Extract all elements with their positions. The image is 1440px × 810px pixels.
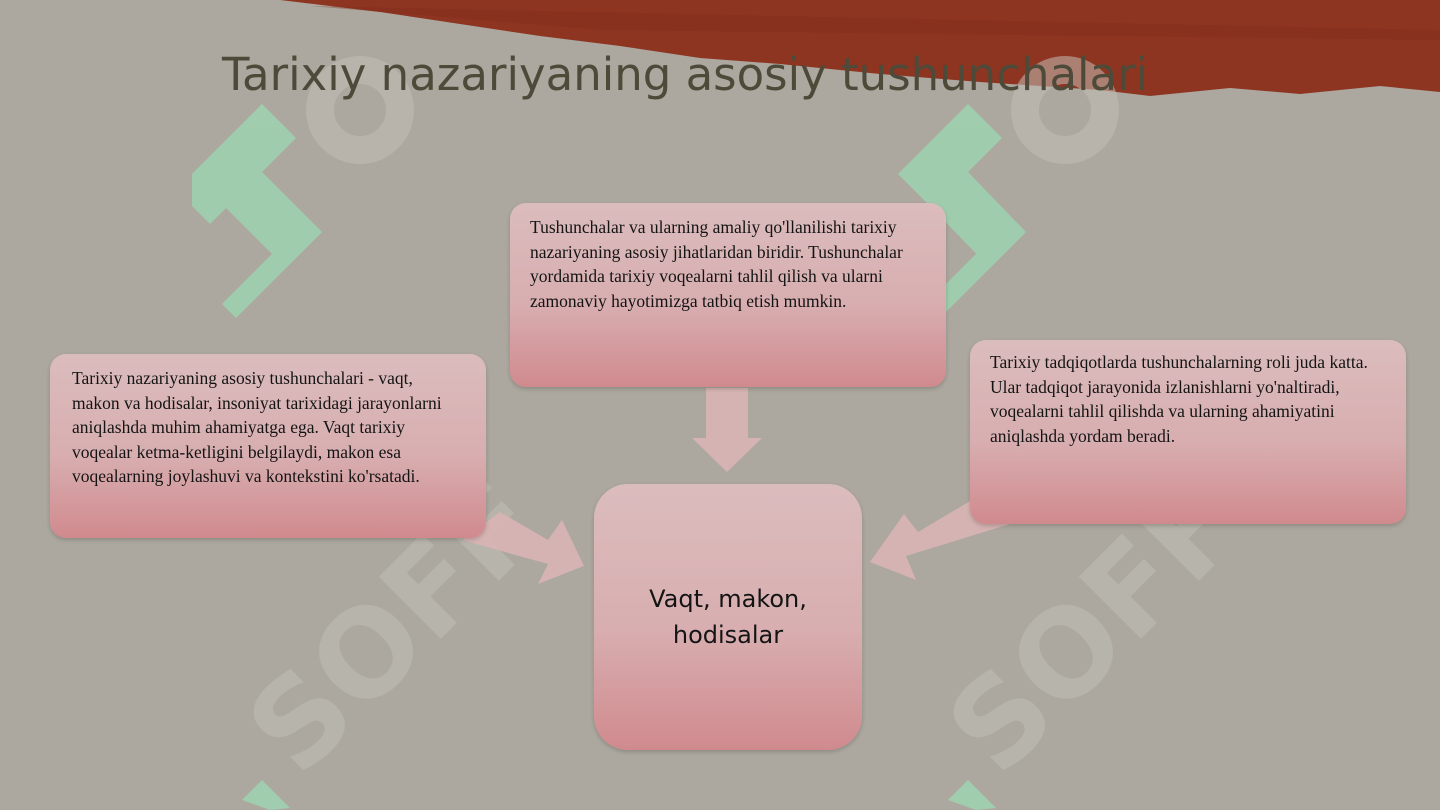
center-concept-box: Vaqt, makon, hodisalar [594,484,862,750]
center-concept-text: Vaqt, makon, hodisalar [649,585,807,649]
watermark-logo-left [192,104,322,318]
concept-box-right-text: Tarixiy tadqiqotlarda tushunchalarning r… [990,352,1368,446]
concept-box-top-text: Tushunchalar va ularning amaliy qo'llani… [530,217,903,311]
concept-box-top: Tushunchalar va ularning amaliy qo'llani… [510,203,946,387]
watermark-logo-right [898,104,1026,318]
red-banner-shape [280,0,1440,96]
concept-box-left: Tarixiy nazariyaning asosiy tushunchalar… [50,354,486,538]
slide-title: Tarixiy nazariyaning asosiy tushunchalar… [222,48,1149,101]
concept-box-right: Tarixiy tadqiqotlarda tushunchalarning r… [970,340,1406,524]
concept-box-left-text: Tarixiy nazariyaning asosiy tushunchalar… [72,368,442,486]
